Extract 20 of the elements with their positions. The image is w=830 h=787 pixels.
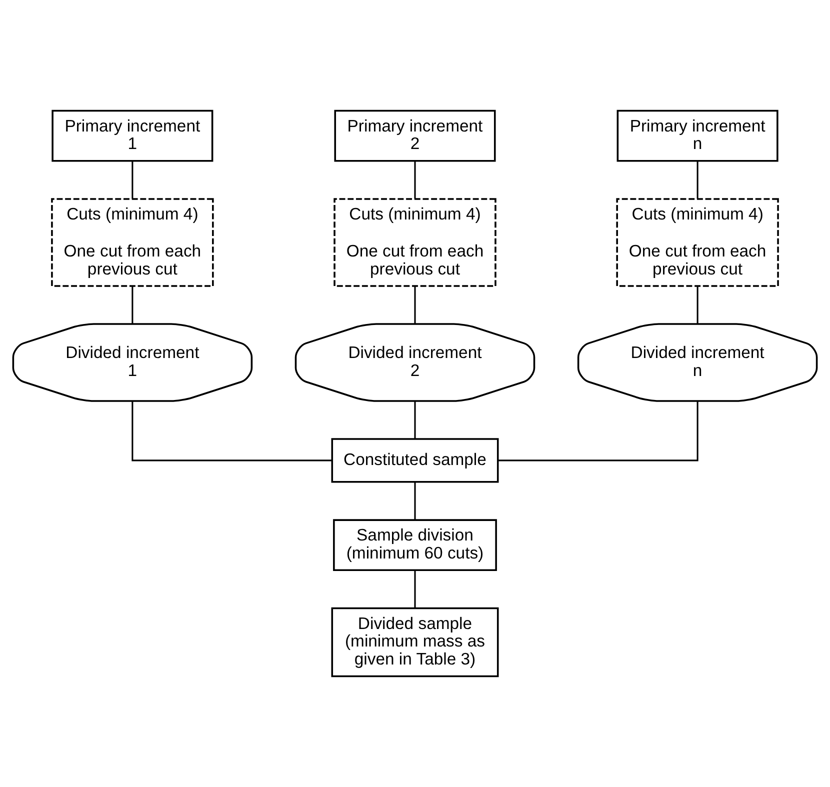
node-box: Cuts (minimum 4) One cut from each previous cut: [334, 198, 496, 287]
connector: [132, 401, 332, 462]
node-box: Divided sample (minimum mass as given in Table 3): [331, 607, 499, 678]
node-box: Cuts (minimum 4) One cut from each previous cut: [51, 198, 214, 287]
connector: [132, 286, 134, 324]
node-box: Constituted sample: [331, 438, 499, 483]
connector: [414, 161, 416, 199]
node-box: Primary increment n: [616, 110, 778, 162]
connector: [414, 570, 416, 608]
node-box: Primary increment 1: [52, 110, 214, 162]
connector: [414, 482, 416, 520]
connector: [132, 161, 134, 199]
connector: [498, 401, 698, 462]
connector: [696, 286, 698, 324]
connector: [696, 161, 698, 199]
node-box: Sample division (minimum 60 cuts): [333, 519, 497, 572]
node-box: Primary increment 2: [334, 110, 496, 162]
connector: [414, 286, 416, 324]
connector: [414, 401, 416, 439]
node-box: Cuts (minimum 4) One cut from each previous cut: [616, 198, 779, 287]
